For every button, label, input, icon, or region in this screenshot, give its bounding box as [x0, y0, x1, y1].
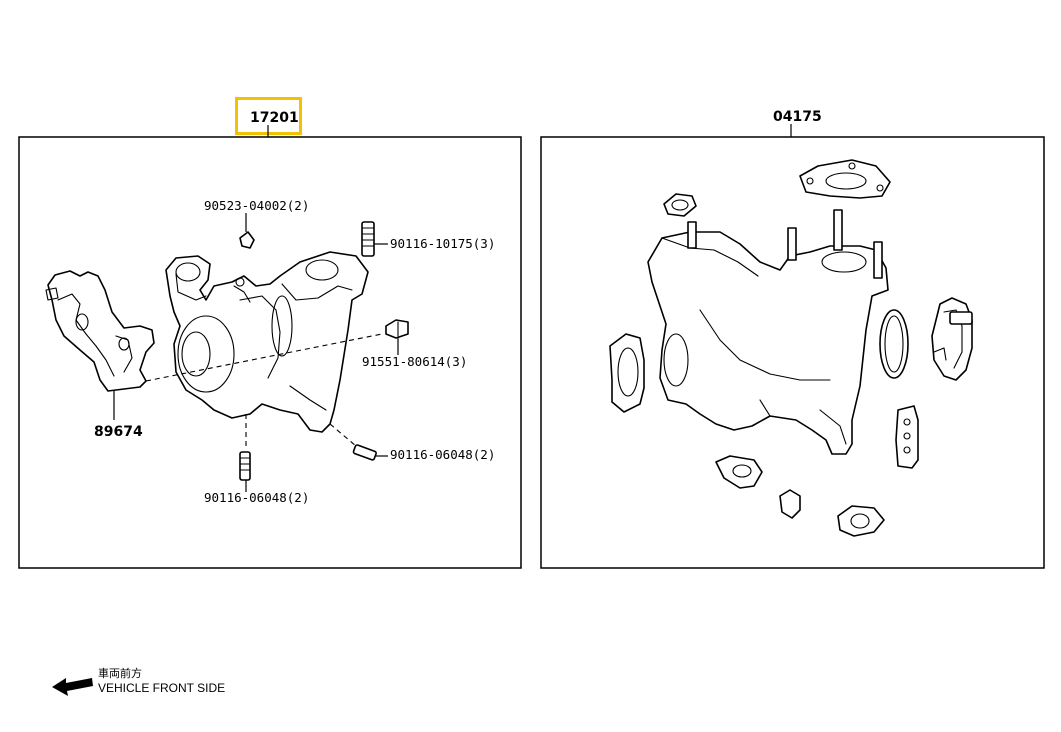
- callout-89674[interactable]: 89674: [94, 424, 143, 440]
- stud-part-top[interactable]: [361, 221, 375, 257]
- turbocharger-part[interactable]: [165, 251, 369, 433]
- stud-part-bottom[interactable]: [239, 451, 251, 481]
- right-panel-frame: [540, 136, 1045, 569]
- left-panel-frame: [18, 136, 522, 569]
- vehicle-front-label: VEHICLE FRONT SIDE: [98, 681, 225, 695]
- stud-part-right[interactable]: [352, 444, 377, 461]
- gasket-kit-part[interactable]: [609, 159, 973, 537]
- left-arrow-icon: [52, 678, 93, 696]
- callout-90116-06048-right[interactable]: 90116-06048(2): [390, 447, 495, 462]
- callout-91551[interactable]: 91551-80614(3): [362, 354, 467, 369]
- heat-insulator-part[interactable]: [45, 270, 155, 392]
- vehicle-front-jp-label: 車両前方: [98, 666, 142, 680]
- bolt-part[interactable]: [385, 319, 409, 339]
- assembly-code-right[interactable]: 04175: [773, 109, 822, 125]
- callout-90116-06048-bottom[interactable]: 90116-06048(2): [204, 490, 309, 505]
- assembly-code-left[interactable]: 17201: [250, 110, 299, 126]
- callout-90116-10175[interactable]: 90116-10175(3): [390, 236, 495, 251]
- callout-90523[interactable]: 90523-04002(2): [204, 198, 309, 213]
- clip-part[interactable]: [239, 231, 255, 249]
